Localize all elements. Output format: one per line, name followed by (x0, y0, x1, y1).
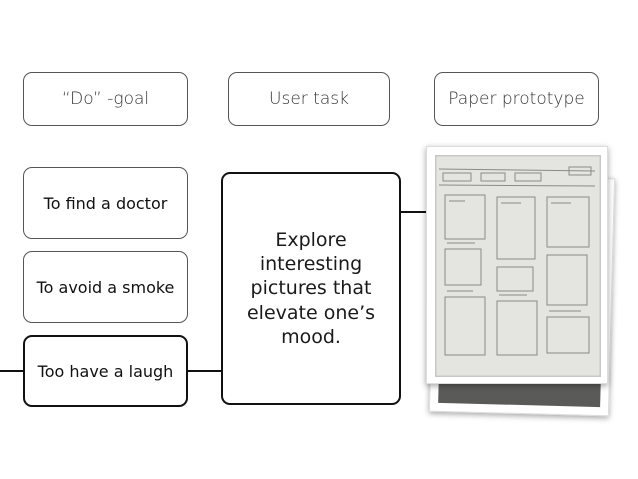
connector-left-edge (0, 370, 23, 372)
goal-label: To find a doctor (43, 193, 168, 213)
goal-have-laugh: Too have a laugh (23, 335, 188, 407)
header-paper-prototype: Paper prototype (434, 72, 599, 126)
connector-goal-to-task (188, 370, 222, 372)
prototype-photo-front (426, 146, 608, 384)
prototype-sketch-image (435, 155, 601, 377)
user-task-text: Explore interesting pictures that elevat… (246, 228, 376, 348)
header-do-goal-label: “Do” -goal (61, 89, 150, 109)
user-task-box: Explore interesting pictures that elevat… (221, 172, 401, 405)
header-do-goal: “Do” -goal (23, 72, 188, 126)
connector-task-to-prototype (399, 211, 429, 213)
header-user-task: User task (228, 72, 390, 126)
goal-label: To avoid a smoke (36, 277, 175, 297)
goal-avoid-smoke: To avoid a smoke (23, 251, 188, 323)
header-user-task-label: User task (269, 89, 349, 109)
goal-label: Too have a laugh (37, 361, 174, 381)
goal-find-doctor: To find a doctor (23, 167, 188, 239)
header-paper-prototype-label: Paper prototype (448, 89, 585, 109)
